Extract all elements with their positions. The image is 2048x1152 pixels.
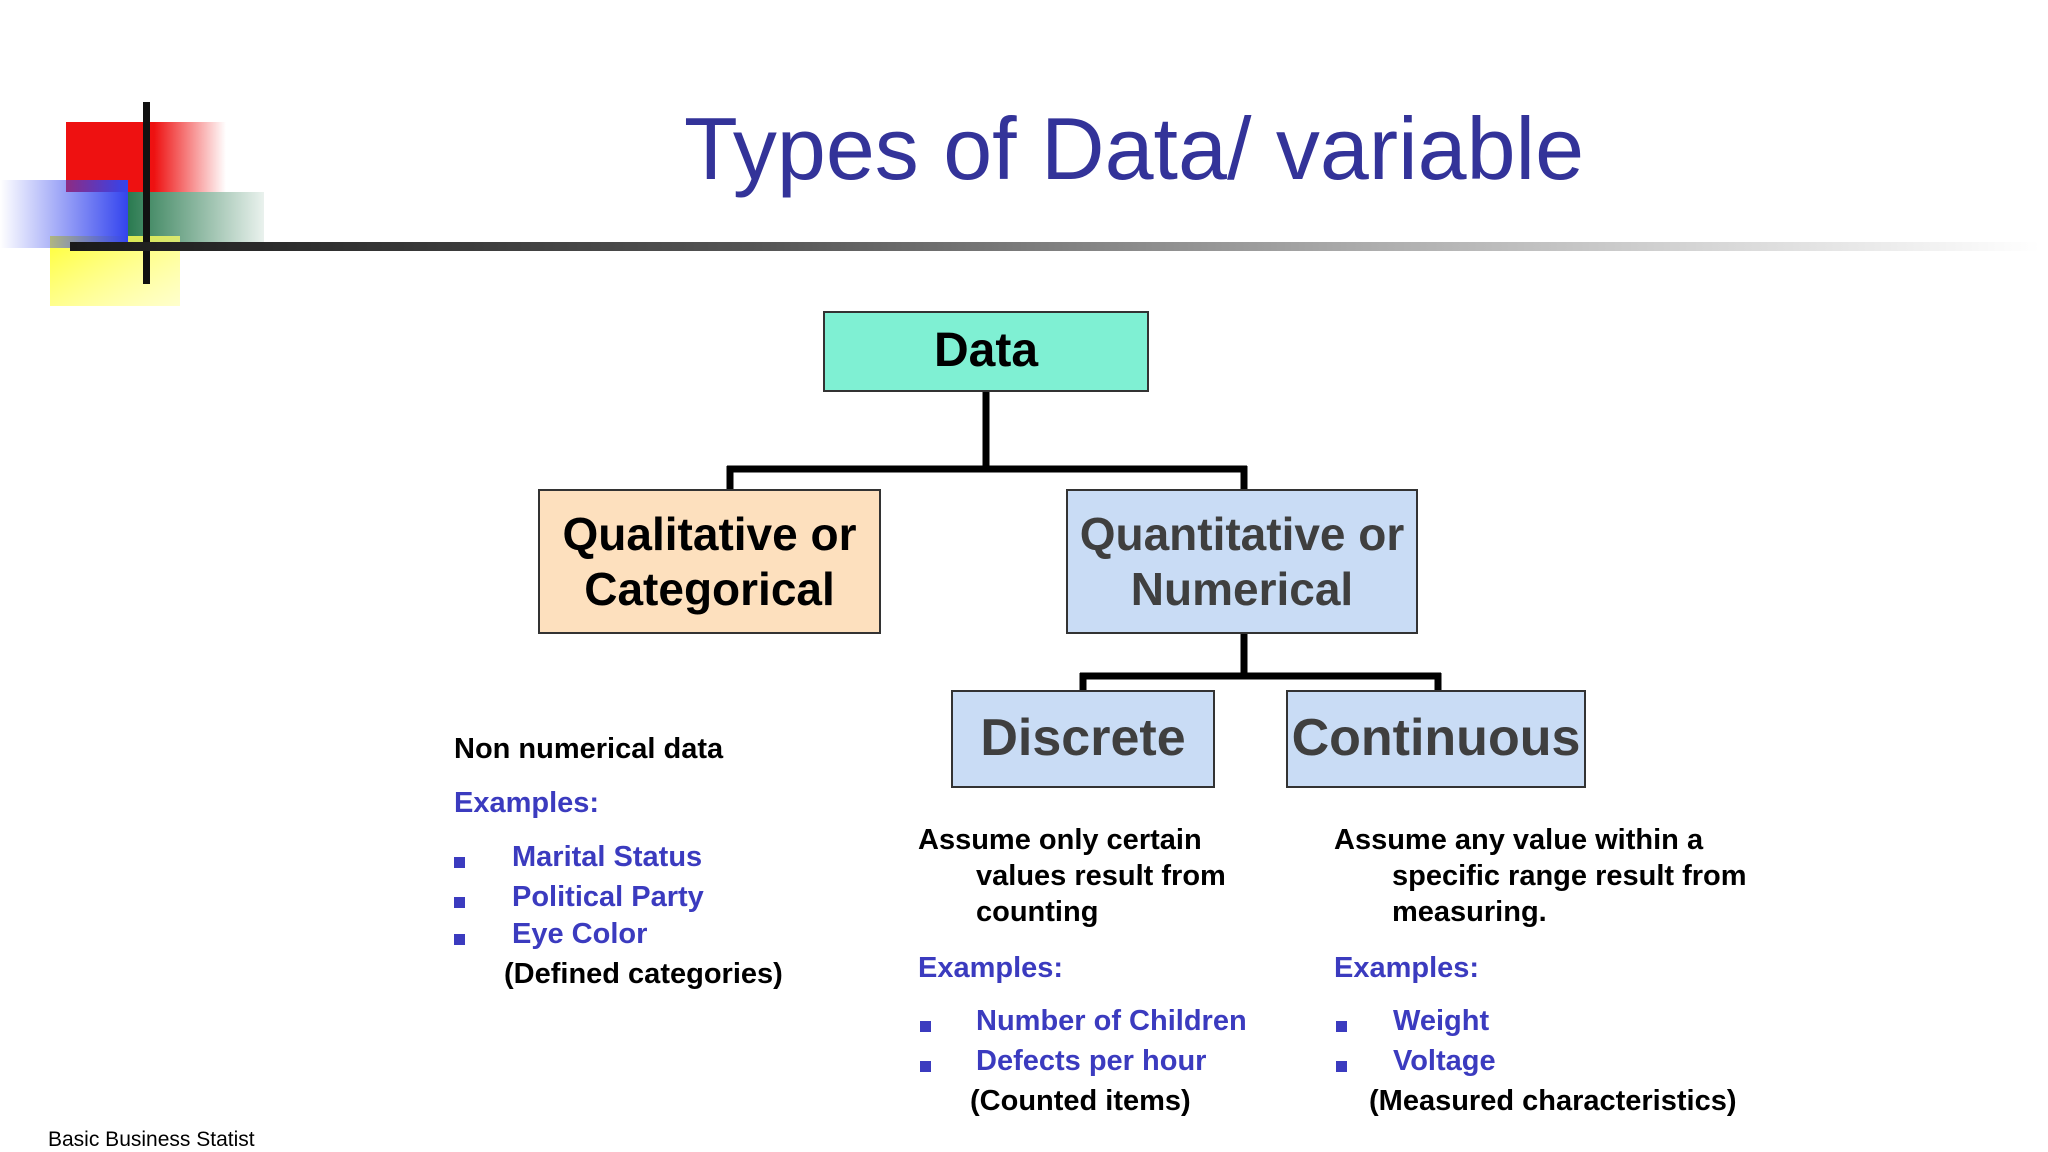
continuous-label: Continuous xyxy=(1291,709,1581,768)
bullet-icon xyxy=(920,1021,931,1032)
bullet-icon xyxy=(454,857,465,868)
qualitative-examples-label: Examples: xyxy=(454,787,600,819)
discrete-example-item: Defects per hour xyxy=(976,1045,1207,1077)
continuous-description-line: measuring. xyxy=(1392,896,1547,928)
bullet-icon xyxy=(1336,1061,1347,1072)
quantitative-box: Quantitative or Numerical xyxy=(1066,489,1418,634)
discrete-note: (Counted items) xyxy=(970,1085,1191,1117)
qualitative-description: Non numerical data xyxy=(454,733,724,765)
continuous-description-line: specific range result from xyxy=(1392,860,1747,892)
qualitative-box: Qualitative or Categorical xyxy=(538,489,881,634)
continuous-description: Assume any value within a specific range… xyxy=(1334,822,1747,930)
discrete-description-line: Assume only certain xyxy=(918,824,1202,856)
discrete-description-line: counting xyxy=(976,896,1099,928)
bullet-icon xyxy=(454,934,465,945)
data-root-label: Data xyxy=(933,324,1039,378)
discrete-label: Discrete xyxy=(980,709,1186,768)
green-square xyxy=(128,192,264,244)
continuous-example-item: Voltage xyxy=(1393,1045,1496,1077)
qualitative-note: (Defined categories) xyxy=(504,958,783,990)
discrete-description-line: values result from xyxy=(976,860,1226,892)
discrete-box: Discrete xyxy=(951,690,1215,788)
discrete-examples-label: Examples: xyxy=(918,952,1064,984)
data-root-box: Data xyxy=(823,311,1149,392)
discrete-description: Assume only certain values result from c… xyxy=(918,822,1226,930)
quantitative-label-line2: Numerical xyxy=(1130,562,1354,615)
quantitative-label-line1: Quantitative or xyxy=(1079,508,1405,561)
title-underline xyxy=(70,242,2040,251)
qualitative-example-item: Marital Status xyxy=(512,841,703,873)
slide-title: Types of Data/ variable xyxy=(683,99,1585,198)
continuous-examples-label: Examples: xyxy=(1334,952,1480,984)
blue-square xyxy=(0,180,128,248)
qualitative-example-item: Eye Color xyxy=(512,918,648,950)
vertical-bar xyxy=(143,102,150,284)
bullet-icon xyxy=(454,897,465,908)
qualitative-label-line1: Qualitative or xyxy=(562,508,857,561)
qualitative-example-item: Political Party xyxy=(512,881,704,913)
corner-decoration xyxy=(0,102,264,306)
bullet-icon xyxy=(1336,1021,1347,1032)
slide-footer: Basic Business Statist xyxy=(48,1128,255,1151)
discrete-example-item: Number of Children xyxy=(976,1005,1247,1037)
continuous-description-line: Assume any value within a xyxy=(1334,824,1704,856)
continuous-box: Continuous xyxy=(1286,690,1586,788)
qualitative-label-line2: Categorical xyxy=(584,562,835,615)
bullet-icon xyxy=(920,1061,931,1072)
continuous-example-item: Weight xyxy=(1393,1005,1490,1037)
continuous-note: (Measured characteristics) xyxy=(1369,1085,1737,1117)
